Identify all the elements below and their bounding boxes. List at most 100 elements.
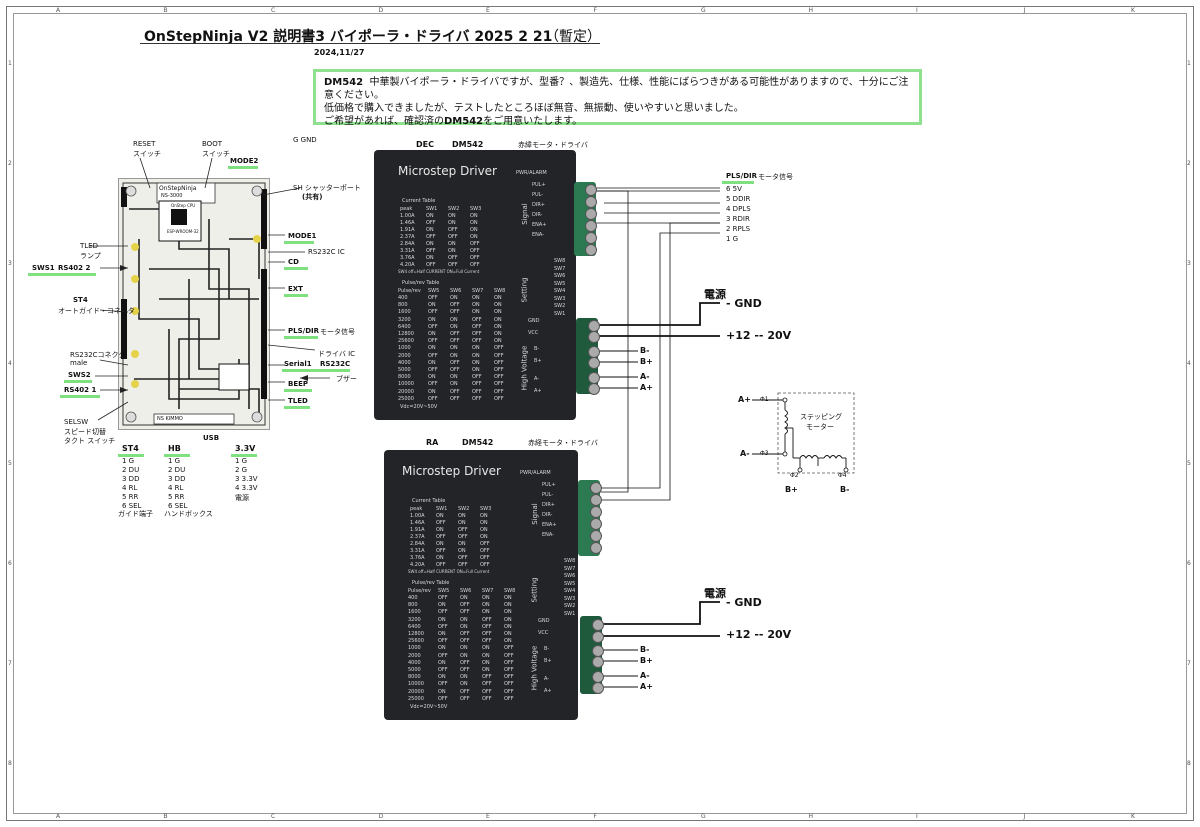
pulse-table-cell: ON [494, 338, 502, 345]
motor-phi4-label: Φ4 [838, 472, 847, 479]
pulse-table-cell: 20000 [398, 388, 414, 395]
column-tick-bottom: G [701, 813, 706, 820]
pulse-table-cell: ON [450, 295, 458, 301]
pulse-table-cell: ON [494, 302, 502, 309]
column-tick-bottom: I [916, 813, 918, 820]
signal-pin-label: ENA+ [532, 222, 547, 228]
pulse-table-cell: ON [472, 359, 480, 366]
current-table-cell: OFF [448, 255, 458, 261]
board-traces [121, 182, 267, 426]
column-tick-bottom: B [163, 813, 168, 820]
current-table-cell: ON [458, 548, 466, 554]
pulse-table-cell: ON [428, 374, 436, 381]
current-table-cell: 1.00A [410, 513, 425, 519]
row-tick-right: 4 [1187, 360, 1191, 367]
pulse-table-cell: ON [504, 623, 512, 630]
ext-highlight [284, 294, 308, 297]
pulse-table-cell: ON [504, 595, 512, 601]
hb-pin-title: HB [168, 444, 181, 453]
current-table-cell: OFF [448, 262, 458, 268]
pulse-table-cell: OFF [504, 695, 514, 702]
tled-lamp-label: TLED [80, 242, 98, 250]
dec-coil-bminus: B- [640, 346, 650, 355]
pulse-table-cell: 6400 [398, 323, 411, 330]
sw-pin-label: SW6 [564, 573, 576, 579]
row-tick-right: 1 [1187, 60, 1191, 67]
dec-coil-aplus: A+ [640, 383, 653, 392]
motor-signal-pin: 4 DPLS [726, 205, 751, 213]
row-tick-left: 6 [8, 560, 12, 567]
column-tick-bottom: F [593, 813, 597, 820]
signal-pin-label: ENA- [542, 532, 555, 538]
motor-signal-pin: 1 G [726, 235, 739, 243]
signal-pin-label: DIR- [532, 212, 543, 218]
column-tick-bottom: K [1131, 813, 1135, 820]
current-table-cell: 4.20A [410, 562, 425, 568]
current-table-cell: ON [436, 555, 444, 561]
current-table-cell: 4.20A [400, 262, 415, 268]
notice-line3-pre: ご希望があれば、確認済の [324, 116, 444, 127]
current-table-cell: ON [448, 241, 456, 247]
pulse-table-cell: OFF [428, 352, 438, 359]
ra-vcc-label: +12 -- 20V [726, 628, 792, 641]
pulse-table-cell: OFF [504, 674, 514, 681]
sw-pin-label: SW6 [554, 273, 566, 279]
current-table-cell: ON [480, 534, 488, 540]
sw-pin-label: SW3 [554, 295, 566, 302]
pulse-table-cell: 400 [408, 595, 418, 601]
pulse-table-cell: ON [504, 609, 512, 616]
boot-label: BOOT [202, 140, 222, 148]
dec-power-title: 電源 [704, 288, 726, 301]
current-table-header: peak [410, 506, 423, 512]
current-table-note: SW4 off=Half CURRENT ON=Full Current [398, 269, 480, 274]
pls-dir-label: PLS/DIR [288, 327, 319, 335]
current-table-cell: OFF [458, 527, 468, 533]
current-table-cell: OFF [448, 227, 458, 233]
signal-pin-label: ENA- [532, 232, 545, 238]
terminal-screw [585, 184, 597, 196]
signal-pin-label: DIR- [542, 512, 553, 518]
motor-aminus-label: A- [740, 449, 750, 458]
pulse-table-cell: ON [450, 381, 458, 388]
terminal-screw [592, 682, 604, 694]
sw-pin-label: SW5 [564, 580, 576, 587]
pulse-table-cell: 5000 [408, 667, 421, 673]
title-underline [140, 43, 600, 44]
coil-pin-label: B- [544, 646, 550, 652]
current-table-cell: OFF [470, 248, 480, 254]
ra-coil-bplus: B+ [640, 656, 653, 665]
terminal-screw [592, 656, 604, 668]
pulse-table-title: Pulse/rev Table [412, 580, 450, 586]
motor-signal-pin: 2 RPLS [726, 225, 751, 233]
pulse-table-cell: OFF [450, 302, 460, 309]
current-table-cell: ON [448, 248, 456, 254]
pulse-table-cell: ON [494, 316, 502, 323]
v33-pin-highlight [231, 454, 257, 457]
pulse-table-cell: OFF [504, 688, 514, 695]
ra-power-title: 電源 [704, 587, 726, 600]
pulse-table-cell: OFF [472, 381, 482, 388]
current-table-cell: OFF [480, 555, 490, 561]
pulse-table-cell: OFF [460, 688, 470, 695]
pulse-table-cell: ON [450, 323, 458, 330]
column-tick-bottom: A [56, 813, 61, 820]
ra-coil-aminus: A- [640, 671, 650, 680]
drawing-border [13, 13, 1187, 814]
pulse-table-cell: ON [504, 631, 512, 637]
current-table-cell: ON [448, 220, 456, 226]
pulse-table-cell: OFF [460, 667, 470, 673]
pulse-table-cell: 800 [408, 602, 418, 609]
pulse-table-cell: 3200 [398, 316, 411, 323]
pulse-table-cell: OFF [494, 395, 504, 402]
pulse-table-cell: ON [460, 652, 468, 659]
current-table-cell: 1.91A [410, 527, 425, 533]
pulse-table-cell: OFF [450, 395, 460, 402]
beep-label: BEEP [288, 380, 309, 388]
signal-pin-label: DIR+ [542, 502, 555, 508]
ra-model-label: DM542 [462, 438, 494, 447]
pulse-table-cell: ON [482, 595, 490, 601]
current-table-cell: OFF [436, 548, 446, 554]
pulse-table-cell: OFF [472, 374, 482, 381]
current-table-title: Current Table [412, 498, 446, 504]
